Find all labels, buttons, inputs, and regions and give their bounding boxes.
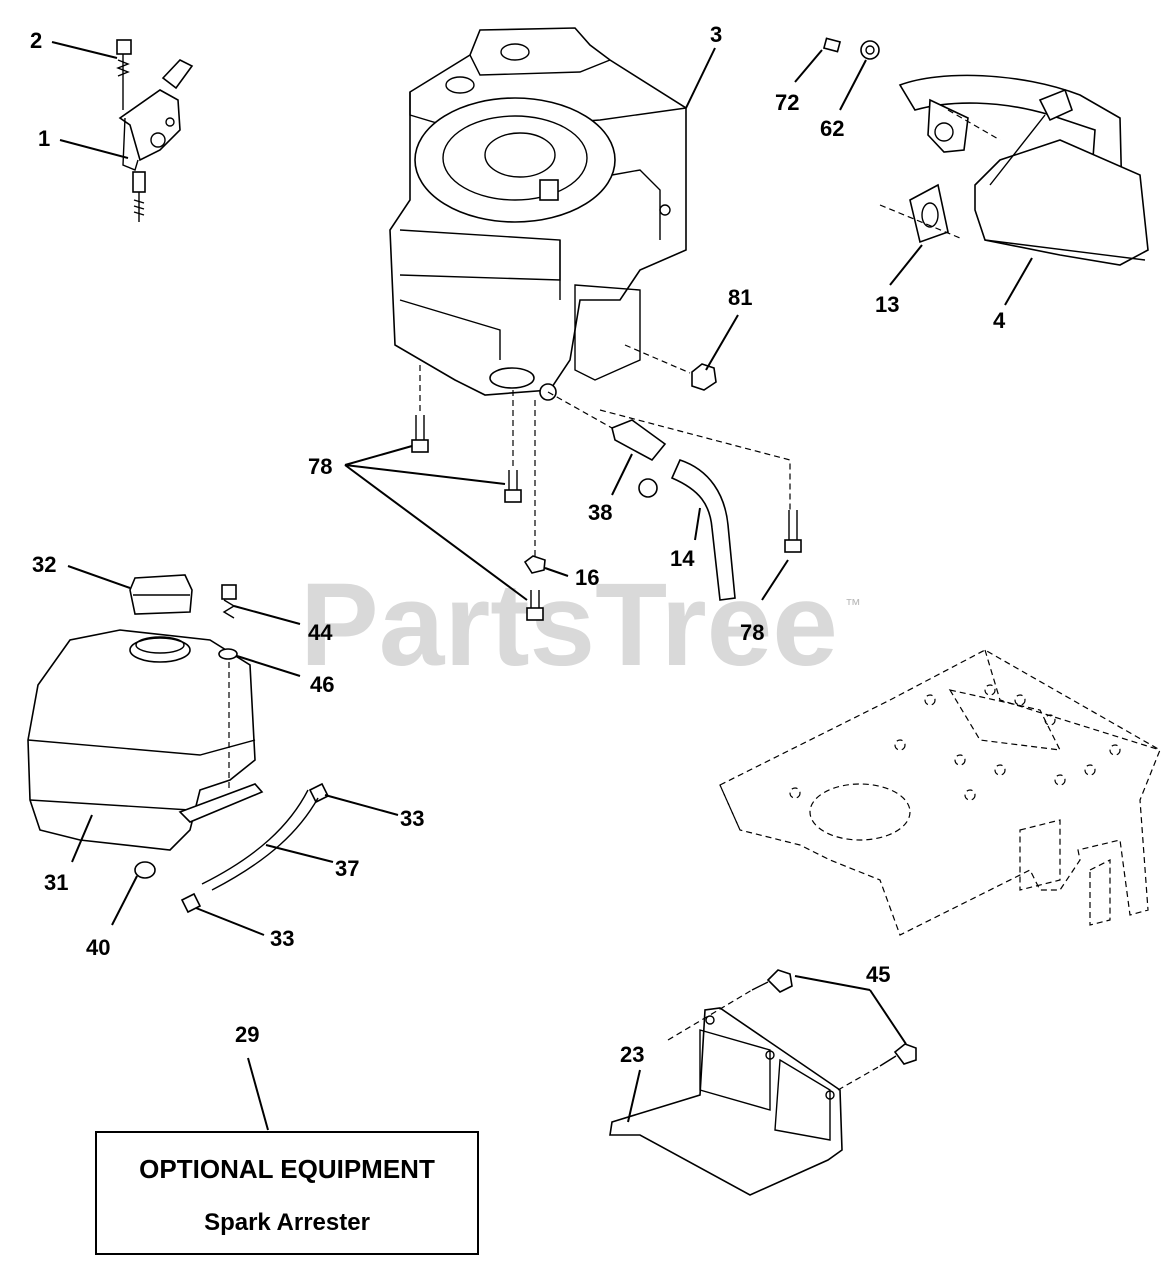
callout-3: 3 (710, 22, 722, 47)
engine-part (389, 27, 687, 401)
callout-45: 45 (866, 962, 890, 987)
callout-44: 44 (308, 620, 333, 645)
callout-37: 37 (335, 856, 359, 881)
frame-part (719, 649, 1161, 936)
callout-33-b: 33 (270, 926, 294, 951)
callout-78-a: 78 (308, 454, 332, 479)
callout-72: 72 (775, 90, 799, 115)
watermark-text: PartsTree (300, 559, 838, 691)
optional-equipment-subtitle: Spark Arrester (204, 1209, 370, 1236)
muffler-part (822, 37, 1149, 266)
watermark: PartsTree ™ (300, 559, 861, 691)
fuel-tank-part (27, 574, 330, 914)
watermark-trademark: ™ (845, 597, 861, 614)
callout-31: 31 (44, 870, 68, 895)
engine-bolts-part (411, 365, 802, 621)
optional-equipment-title: OPTIONAL EQUIPMENT (139, 1154, 435, 1184)
nut-part (624, 344, 717, 391)
callout-1: 1 (38, 126, 50, 151)
optional-equipment-box: OPTIONAL EQUIPMENT Spark Arrester (95, 1131, 479, 1255)
callout-13: 13 (875, 292, 899, 317)
fuel-filter-part (547, 391, 791, 601)
callout-4: 4 (993, 308, 1006, 333)
callout-62: 62 (820, 116, 844, 141)
throttle-control-part (116, 39, 194, 222)
callout-33-a: 33 (400, 806, 424, 831)
callout-labels: 2 1 3 72 62 13 4 81 78 38 14 16 78 32 44… (30, 22, 1006, 1067)
callout-29: 29 (235, 1022, 259, 1047)
callout-2: 2 (30, 28, 42, 53)
callout-14: 14 (670, 546, 695, 571)
callout-78-b: 78 (740, 620, 764, 645)
callout-32: 32 (32, 552, 56, 577)
callout-16: 16 (575, 565, 599, 590)
heat-shield-part (609, 969, 917, 1196)
callout-81: 81 (728, 285, 752, 310)
callout-40: 40 (86, 935, 110, 960)
callout-23: 23 (620, 1042, 644, 1067)
leader-lines (51, 41, 1033, 1131)
callout-46: 46 (310, 672, 334, 697)
callout-38: 38 (588, 500, 612, 525)
